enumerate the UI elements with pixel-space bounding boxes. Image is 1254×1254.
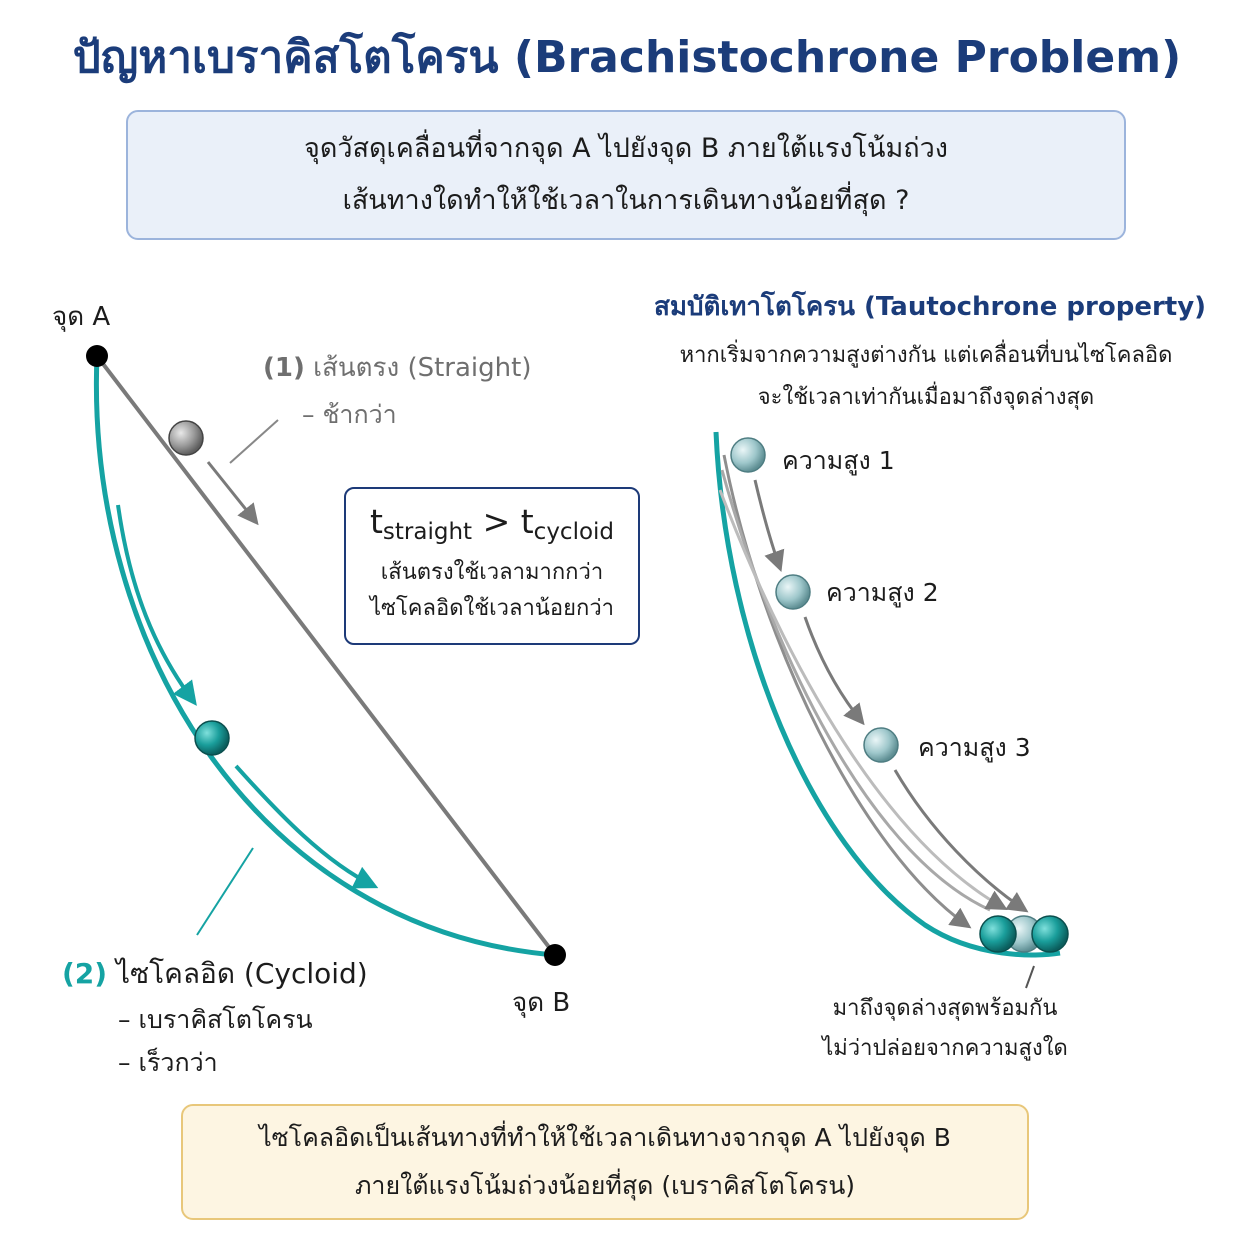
arrived-pointer	[1025, 965, 1035, 989]
straight-ball	[168, 420, 204, 456]
question-line1: จุดวัสดุเคลื่อนที่จากจุด A ไปยังจุด B ภา…	[304, 133, 948, 164]
question-box: จุดวัสดุเคลื่อนที่จากจุด A ไปยังจุด B ภา…	[126, 110, 1126, 240]
height2-ball	[775, 574, 811, 610]
height3-label: ความสูง 3	[918, 733, 1031, 762]
height1-label: ความสูง 1	[782, 446, 895, 475]
cycloid-label: (2) ไซโคลอิด (Cycloid)	[62, 952, 368, 996]
point-b-label: จุด B	[512, 988, 571, 1018]
question-line2: เส้นทางใดทำให้ใช้เวลาในการเดินทางน้อยที่…	[342, 185, 910, 216]
cycloid-number: (2)	[62, 957, 108, 990]
straight-path	[95, 354, 557, 957]
arrival-note-1: มาถึงจุดล่างสุดพร้อมกัน	[832, 996, 1058, 1021]
cycloid-pointer	[196, 847, 254, 936]
point-a-dot	[86, 345, 108, 367]
height1-ball	[730, 437, 766, 473]
comparison-box: tstraight > tcycloid เส้นตรงใช้เวลามากกว…	[344, 487, 640, 645]
conclusion-line2: ภายใต้แรงโน้มถ่วงน้อยที่สุด (เบราคิสโตโค…	[354, 1171, 856, 1200]
trajectory-1	[722, 454, 972, 929]
height3-ball	[863, 727, 899, 763]
height3-arrow	[893, 769, 1029, 913]
t-straight-symbol: t	[369, 502, 383, 541]
straight-arrow	[206, 461, 259, 526]
straight-number: (1)	[263, 353, 305, 383]
height1-arrow	[753, 479, 785, 572]
time-inequality: tstraight > tcycloid	[346, 499, 638, 555]
tautochrone-desc-2: จะใช้เวลาเท่ากันเมื่อมาถึงจุดล่างสุด	[757, 385, 1095, 410]
comparison-line2: ไซโคลอิดใช้เวลาน้อยกว่า	[369, 596, 615, 621]
arrival-note-2: ไม่ว่าปล่อยจากความสูงใด	[822, 1036, 1068, 1061]
tautochrone-curve	[713, 431, 1061, 958]
cycloid-path	[93, 355, 556, 958]
straight-subscript: straight	[382, 519, 473, 545]
point-b-dot	[544, 944, 566, 966]
height2-label: ความสูง 2	[826, 578, 939, 607]
cycloid-arrow-lower	[234, 764, 379, 889]
trajectory-3	[718, 489, 1008, 911]
cycloid-ball	[194, 720, 230, 756]
cycloid-arrow-upper	[116, 504, 197, 706]
t-cycloid-symbol: t	[520, 502, 534, 541]
height2-arrow	[803, 616, 865, 726]
comparison-line1: เส้นตรงใช้เวลามากกว่า	[380, 560, 604, 585]
arrived-ball-right	[1031, 915, 1069, 953]
cycloid-text: ไซโคลอิด (Cycloid)	[115, 957, 368, 990]
straight-pointer	[229, 419, 279, 464]
conclusion-box: ไซโคลอิดเป็นเส้นทางที่ทำให้ใช้เวลาเดินทา…	[181, 1104, 1029, 1220]
cycloid-note-2: – เร็วกว่า	[118, 1048, 218, 1077]
tautochrone-heading: สมบัติเทาโตโครน (Tautochrone property)	[654, 292, 1207, 322]
tautochrone-desc-1: หากเริ่มจากความสูงต่างกัน แต่เคลื่อนที่บ…	[679, 343, 1173, 368]
trajectory-2	[720, 469, 991, 912]
arrived-ball-left	[979, 915, 1017, 953]
straight-label: (1) เส้นตรง (Straight)	[263, 347, 531, 388]
cycloid-note-1: – เบราคิสโตโครน	[118, 1005, 313, 1034]
straight-note: – ช้ากว่า	[302, 400, 397, 429]
conclusion-line1: ไซโคลอิดเป็นเส้นทางที่ทำให้ใช้เวลาเดินทา…	[259, 1123, 951, 1152]
straight-text: เส้นตรง (Straight)	[313, 353, 532, 383]
page-title: ปัญหาเบราคิสโตโครน (Brachistochrone Prob…	[72, 32, 1182, 83]
cycloid-subscript: cycloid	[533, 519, 615, 545]
greater-than-symbol: >	[482, 502, 511, 541]
point-a-label: จุด A	[52, 302, 111, 332]
